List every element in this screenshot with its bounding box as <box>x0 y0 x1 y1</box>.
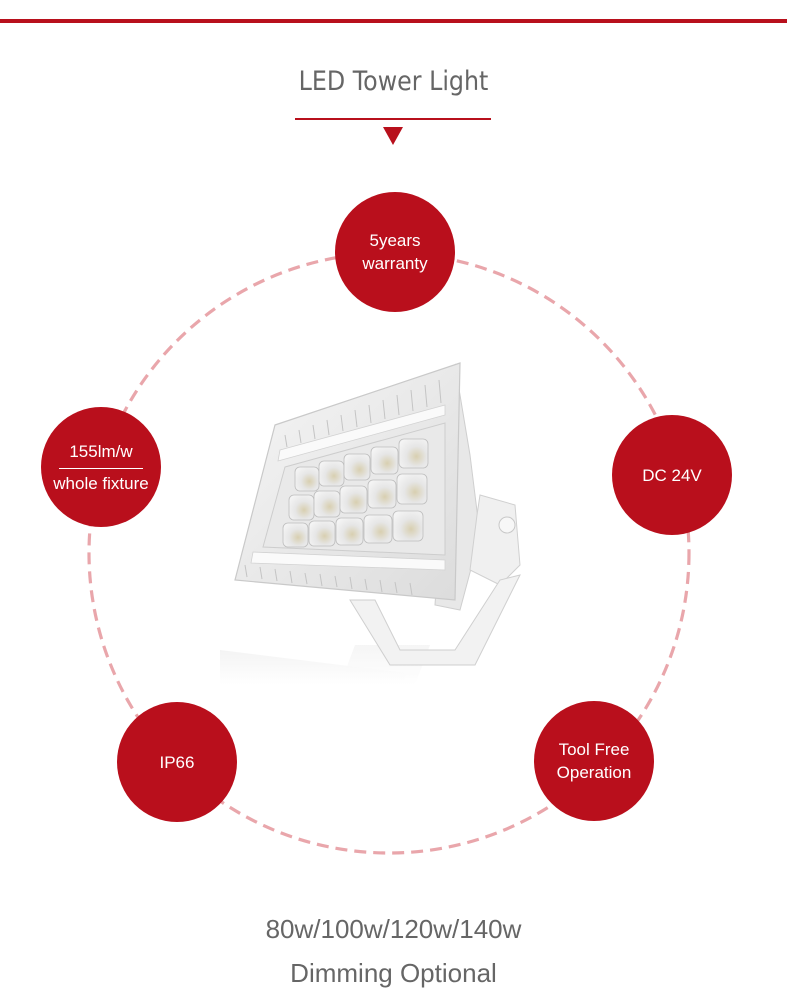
badge-voltage-line-1: DC 24V <box>642 465 702 485</box>
badge-efficacy-line-2: whole fixture <box>53 473 149 493</box>
badge-warranty-line-1: 5years <box>369 231 421 250</box>
badge-efficacy: 155lm/w whole fixture <box>41 407 161 527</box>
down-triangle-icon <box>383 127 403 145</box>
badge-tool-free-line-2: Operation <box>556 763 632 782</box>
badge-tool-free: Tool Free Operation <box>534 701 654 821</box>
page-title: LED Tower Light <box>298 66 489 97</box>
dimming-note: Dimming Optional <box>290 958 497 988</box>
top-divider-rule <box>0 19 787 23</box>
badge-efficacy-line-1: 155lm/w <box>69 441 133 461</box>
badge-ip-rating-line-1: IP66 <box>159 752 195 772</box>
title-underline <box>295 118 491 120</box>
badge-tool-free-line-1: Tool Free <box>558 740 630 759</box>
led-tower-light-image <box>220 362 521 685</box>
badge-ip-rating: IP66 <box>117 702 237 822</box>
badge-warranty: 5years warranty <box>335 192 455 312</box>
badge-warranty-line-2: warranty <box>362 254 428 273</box>
badge-voltage: DC 24V <box>612 415 732 535</box>
wattage-options: 80w/100w/120w/140w <box>265 914 522 944</box>
badge-efficacy-divider <box>59 467 143 469</box>
